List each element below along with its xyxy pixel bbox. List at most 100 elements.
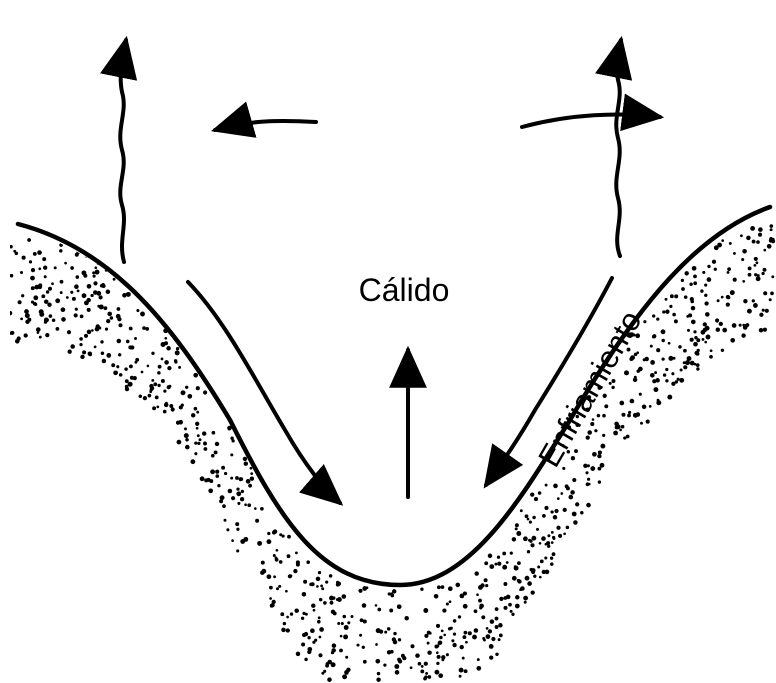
stipple-dot — [296, 563, 300, 567]
stipple-dot — [652, 334, 656, 338]
stipple-dot — [116, 365, 119, 368]
stipple-dot — [733, 278, 737, 282]
stipple-dot — [517, 561, 521, 565]
stipple-dot — [20, 271, 23, 274]
stipple-dot — [398, 638, 401, 641]
stipple-dot — [485, 584, 488, 587]
stipple-dot — [674, 319, 678, 323]
stipple-dot — [363, 619, 367, 623]
stipple-dot — [531, 570, 535, 574]
stipple-dot — [21, 294, 24, 297]
stipple-dot — [221, 466, 225, 470]
stipple-dot — [272, 600, 276, 604]
stipple-dot — [390, 594, 394, 598]
stipple-dot — [590, 422, 594, 426]
stipple-dot — [743, 299, 747, 303]
stipple-dot — [171, 407, 175, 411]
stipple-dot — [151, 379, 154, 382]
stipple-dot — [756, 240, 760, 244]
stipple-dot — [124, 367, 128, 371]
stipple-dot — [663, 373, 666, 376]
stipple-dot — [429, 632, 432, 635]
stipple-dot — [139, 395, 143, 399]
stipple-dot — [149, 390, 152, 393]
stipple-dot — [122, 293, 127, 298]
stipple-dot — [158, 310, 162, 314]
stipple-dot — [152, 406, 156, 410]
stipple-dot — [269, 586, 273, 590]
stipple-dot — [196, 411, 199, 414]
stipple-dot — [423, 608, 428, 613]
stipple-dot — [226, 528, 229, 531]
stipple-dot — [79, 337, 83, 341]
stipple-dot — [341, 622, 344, 625]
stipple-dot — [106, 319, 110, 323]
stipple-dot — [684, 295, 688, 299]
stipple-dot — [650, 373, 655, 378]
stipple-dot — [267, 574, 272, 579]
stipple-dot — [458, 615, 461, 618]
stipple-dot — [301, 643, 305, 647]
stipple-dot — [197, 442, 200, 445]
stipple-dot — [552, 552, 556, 556]
stipple-dot — [573, 520, 577, 524]
stipple-dot — [683, 349, 687, 353]
stipple-dot — [257, 541, 262, 546]
stipple-dot — [748, 273, 752, 277]
stipple-dot — [628, 411, 631, 414]
stipple-dot — [719, 322, 723, 326]
stipple-dot — [694, 351, 698, 355]
stipple-dot — [269, 597, 272, 600]
stipple-dot — [462, 635, 466, 639]
stipple-dot — [611, 386, 614, 389]
stipple-dot — [681, 287, 685, 291]
stipple-dot — [537, 565, 540, 568]
stipple-dot — [134, 337, 137, 340]
stipple-dot — [45, 333, 49, 337]
stipple-dot — [700, 289, 703, 292]
stipple-dot — [111, 363, 115, 367]
stipple-dot — [130, 376, 134, 380]
stipple-dot — [763, 268, 767, 272]
stipple-dot — [489, 644, 494, 649]
stipple-dot — [436, 651, 439, 654]
stipple-dot — [702, 338, 705, 341]
stipple-dot — [18, 300, 22, 304]
stipple-dot — [710, 349, 713, 352]
stipple-dot — [340, 635, 343, 638]
stipple-dot — [181, 390, 186, 395]
stipple-dot — [669, 305, 672, 308]
stipple-dot — [571, 456, 575, 460]
stipple-dot — [727, 296, 730, 299]
stipple-dot — [705, 312, 710, 317]
stipple-dot — [68, 350, 72, 354]
stipple-dot — [630, 399, 635, 404]
stipple-dot — [530, 543, 534, 547]
stipple-dot — [169, 404, 173, 408]
stipple-dot — [377, 672, 380, 675]
stipple-dot — [436, 624, 440, 628]
stipple-dot — [483, 639, 486, 642]
stipple-dot — [597, 414, 601, 418]
stipple-dot — [209, 479, 213, 483]
stipple-dot — [563, 508, 567, 512]
stipple-dot — [25, 313, 30, 318]
stipple-dot — [211, 454, 215, 458]
stipple-dot — [665, 310, 669, 314]
stipple-dot — [177, 440, 182, 445]
stipple-dot — [37, 331, 40, 334]
stipple-dot — [295, 552, 298, 555]
stipple-dot — [314, 639, 317, 642]
stipple-dot — [230, 477, 233, 480]
stipple-dot — [95, 266, 98, 269]
stipple-dot — [44, 299, 48, 303]
stipple-dot — [343, 615, 347, 619]
stipple-dot — [161, 358, 164, 361]
stipple-dot — [436, 662, 439, 665]
stipple-dot — [495, 625, 499, 629]
stipple-dot — [486, 627, 489, 630]
stipple-dot — [639, 393, 642, 396]
stipple-dot — [228, 427, 232, 431]
stipple-dot — [694, 363, 697, 366]
stipple-dot — [318, 653, 322, 657]
